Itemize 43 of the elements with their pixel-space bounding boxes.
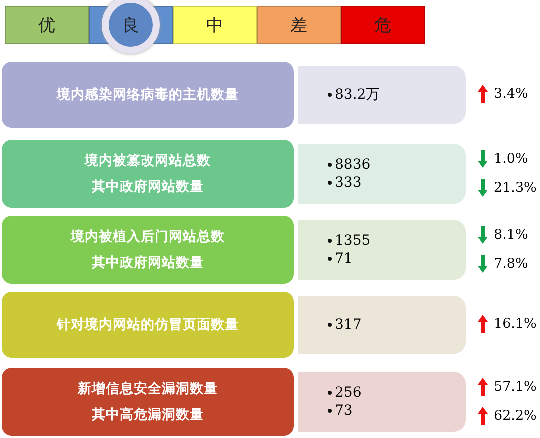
percent-change: 1.0% <box>494 151 528 168</box>
percent-change: 7.8% <box>494 256 528 272</box>
percent-change: 21.3% <box>494 180 537 196</box>
metric-name: 其中政府网站数量 <box>92 178 204 196</box>
metric-name: 境内被篡改网站总数 <box>85 152 211 170</box>
rating-text: 优 <box>38 14 56 36</box>
value-box <box>298 372 466 432</box>
metric-name: 其中高危漏洞数量 <box>92 406 204 424</box>
metric-label-box <box>2 140 294 208</box>
metric-label-box <box>2 62 294 128</box>
metric-name: 新增信息安全漏洞数量 <box>78 380 218 398</box>
rating-text: 差 <box>290 14 308 36</box>
percent-change: 16.1% <box>494 316 537 332</box>
metric-value: 256 <box>335 385 362 401</box>
percent-change: 62.2% <box>494 408 537 424</box>
metric-name: 针对境内网站的仿冒页面数量 <box>57 316 239 334</box>
metric-value: 8836 <box>335 157 371 173</box>
metric-label-box <box>2 216 294 284</box>
metric-value: 317 <box>335 317 362 333</box>
metric-name: 境内感染网络病毒的主机数量 <box>57 86 239 104</box>
percent-change: 3.4% <box>494 86 528 102</box>
metric-value: 73 <box>335 403 353 419</box>
value-box <box>298 144 466 204</box>
metric-label-box <box>2 368 294 436</box>
value-box <box>298 66 466 124</box>
metric-value: 83.2万 <box>335 86 380 104</box>
percent-change: 8.1% <box>494 227 528 244</box>
value-box <box>298 220 466 280</box>
rating-segment <box>173 6 257 44</box>
metric-value: 333 <box>335 175 362 191</box>
rating-text: 危 <box>374 14 392 36</box>
metric-value: 1355 <box>335 233 371 249</box>
rating-text: 良 <box>122 14 140 36</box>
metric-name: 其中政府网站数量 <box>92 254 204 272</box>
rating-text: 中 <box>206 14 224 36</box>
metric-name: 境内被植入后门网站总数 <box>71 228 225 246</box>
metric-label-box <box>2 292 294 358</box>
value-box <box>298 296 466 354</box>
percent-change: 57.1% <box>494 379 537 396</box>
rating-segment <box>5 6 89 44</box>
rating-segment <box>341 6 425 44</box>
rating-segment <box>257 6 341 44</box>
metric-value: 71 <box>335 251 353 267</box>
